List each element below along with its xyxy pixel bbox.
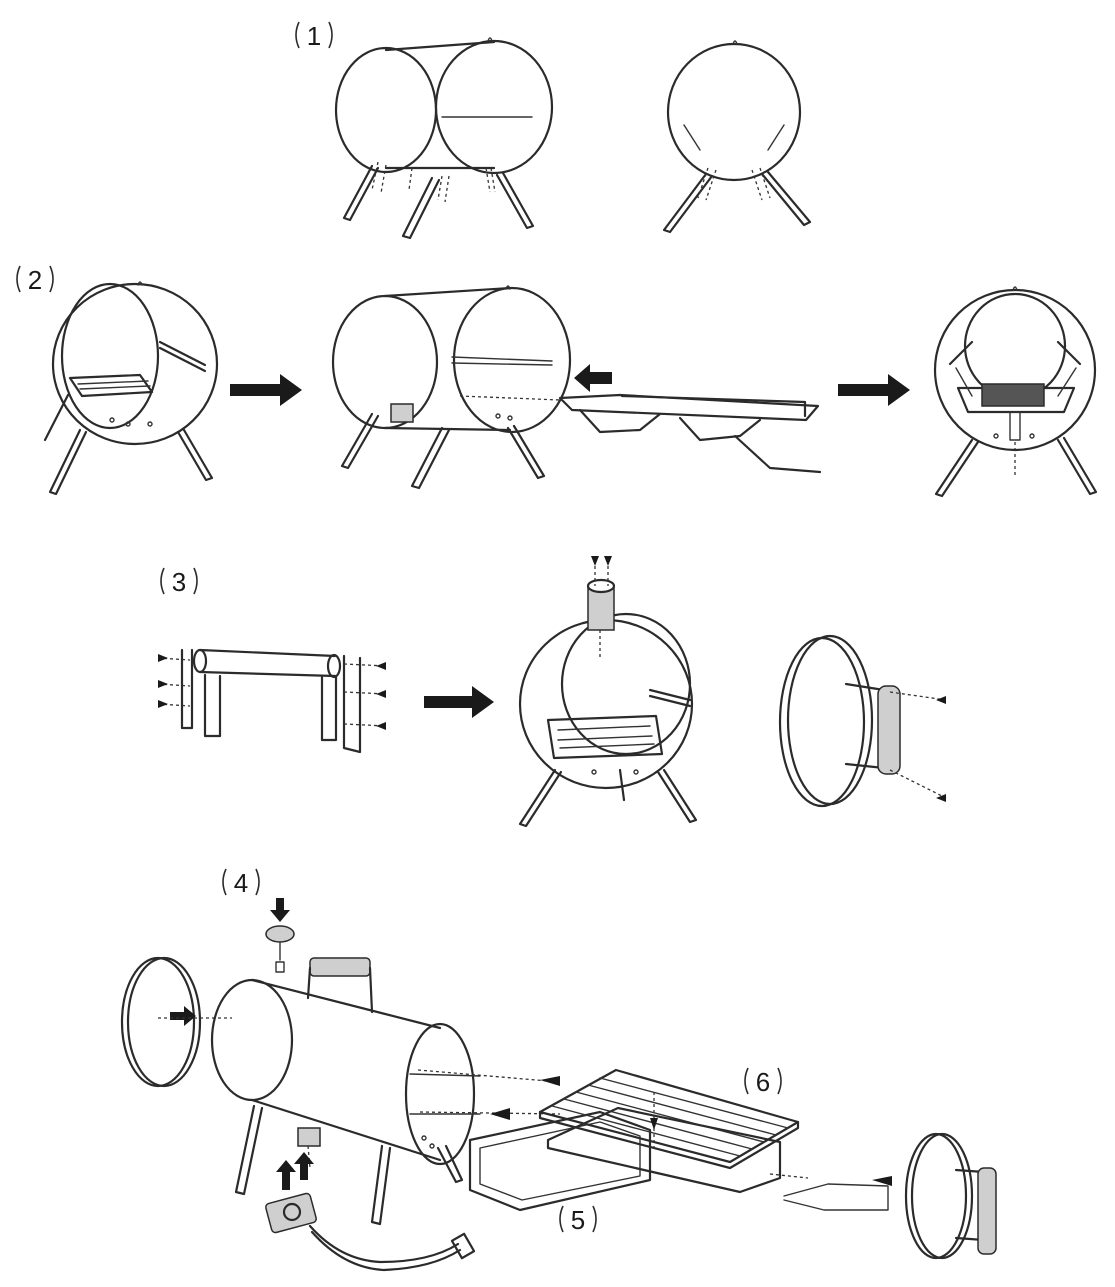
right-end-cap: [769, 1132, 997, 1260]
step-3-chimney-view: [518, 556, 698, 828]
step-6-badge: 6: [744, 1067, 782, 1097]
drip-tray: [468, 1110, 652, 1212]
step-3-handle-parts: [157, 648, 387, 754]
step-2-arrow-2: [838, 374, 910, 406]
step-2-slide-arrow: [574, 364, 612, 392]
step-1-group: 1: [295, 21, 812, 240]
step-3-label: 3: [172, 567, 186, 597]
step-1-badge: 1: [295, 21, 333, 51]
step-2-heating-element-view: [43, 281, 219, 496]
step-3-end-cap-handle-view: [778, 634, 947, 808]
step-3-badge: 3: [160, 567, 198, 597]
step-1-front-view: [662, 40, 812, 234]
step-2-tray-insert-view: [331, 285, 822, 490]
step-2-arrow-1: [230, 374, 302, 406]
step-2-badge: 2: [16, 265, 54, 295]
power-controller: [265, 1152, 476, 1272]
step-4-label: 4: [234, 868, 248, 898]
step-4-group: 4: [120, 868, 997, 1272]
step-2-label: 2: [28, 265, 42, 295]
step-3-group: 3: [157, 556, 947, 828]
step-5-badge: 5: [559, 1205, 597, 1235]
step-2-group: 2: [16, 265, 1098, 498]
step-6-label: 6: [756, 1067, 770, 1097]
thermometer-part: [265, 898, 295, 973]
step-3-arrow: [424, 686, 494, 718]
main-barrel: [210, 957, 561, 1226]
step-1-label: 1: [307, 21, 321, 51]
left-end-cap: [120, 956, 232, 1088]
step-2-assembled-view: [933, 286, 1098, 498]
step-4-badge: 4: [222, 868, 260, 898]
step-1-side-view: [334, 37, 554, 240]
grill-grate: [538, 1068, 800, 1194]
step-5-label: 5: [571, 1205, 585, 1235]
